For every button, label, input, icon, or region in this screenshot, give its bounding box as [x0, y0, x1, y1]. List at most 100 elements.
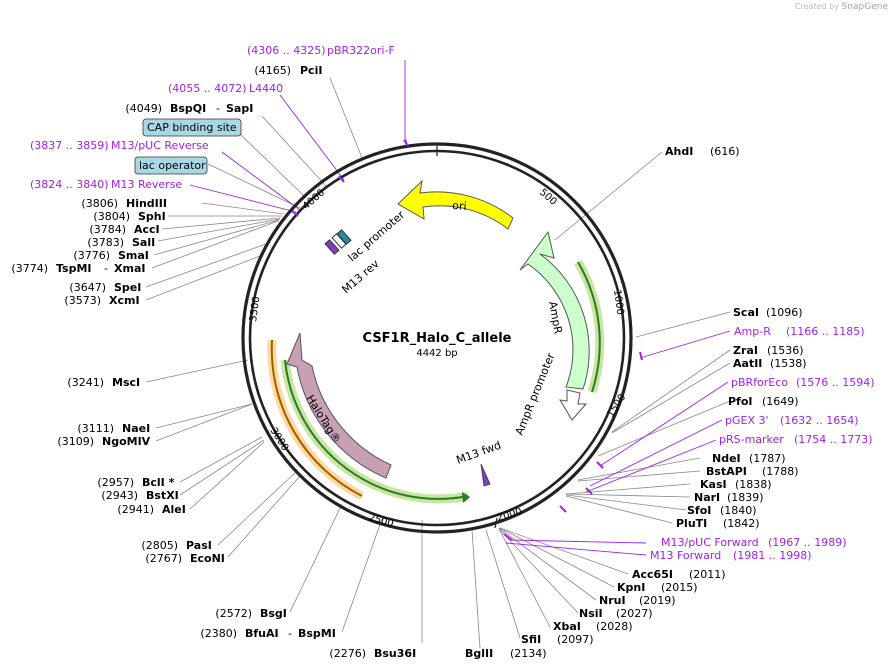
primer-range: (4055 .. 4072): [168, 82, 247, 95]
tick-label: 4000: [301, 187, 327, 212]
primer-name: Amp-R: [734, 325, 771, 338]
site-pos: (2767): [145, 552, 182, 565]
site-pos: (3774): [11, 262, 48, 275]
primer-name: M13 Forward: [650, 549, 721, 562]
site-name: Acc65I: [632, 568, 673, 581]
site-pos: (3573): [64, 294, 101, 307]
svg-text:-: -: [104, 262, 108, 275]
site-name: SalI: [132, 236, 155, 249]
site-pos: (2941): [117, 503, 154, 516]
primer-labels: (4306 .. 4325) pBR322ori-F (4055 .. 4072…: [30, 44, 875, 562]
lac-operator-label: lac operator: [139, 159, 206, 172]
site-name: Bsu36I: [374, 647, 416, 660]
halotag-feature: [286, 332, 392, 479]
right-sites: AhdI (616) ScaI (1096) ZraI (1536) AatII…: [465, 145, 807, 660]
m13-fwd-feature: [480, 463, 491, 487]
site-name: SmaI: [118, 249, 149, 262]
site-name: HindIII: [126, 197, 167, 210]
site-pos: (3776): [73, 249, 110, 262]
site-pos: (4049): [125, 102, 162, 115]
snapgene-credit: Created by SnapGene: [795, 2, 888, 12]
site-pos: (2011): [689, 568, 726, 581]
site-name: PluTI: [676, 517, 707, 530]
site-pos: (1096): [766, 306, 803, 319]
site-name: SphI: [138, 210, 166, 223]
primer-range: (1576 .. 1594): [796, 376, 875, 389]
primer-name: pRS-marker: [719, 433, 784, 446]
site-name: BfuAI: [245, 627, 279, 640]
primer-range: (1166 .. 1185): [786, 325, 865, 338]
site-pos: (1839): [727, 491, 764, 504]
site-pos: (2015): [661, 581, 698, 594]
tick-label: 1500: [605, 392, 628, 419]
site-name: ScaI: [733, 306, 759, 319]
primer-range: (1632 .. 1654): [780, 414, 859, 427]
site-pos: (1788): [762, 465, 799, 478]
tick-marks: [436, 144, 498, 529]
site-pos: (2276): [329, 647, 366, 660]
site-pos: (3111): [77, 422, 114, 435]
site-pos: (2380): [200, 627, 237, 640]
primer-range: (1754 .. 1773): [794, 433, 873, 446]
site-pos: (3647): [69, 281, 106, 294]
site-pos: (2805): [141, 539, 178, 552]
site-pos: (4165): [254, 64, 291, 77]
site-pos: (2943): [101, 489, 138, 502]
tick-label: 2000: [496, 506, 523, 524]
cap-binding-site-label: CAP binding site: [147, 121, 237, 134]
site-name: ZraI: [733, 344, 758, 357]
primer-leaders: [189, 60, 731, 556]
leader-lines: [145, 77, 731, 649]
m13-rev-label: M13 rev: [339, 257, 382, 296]
primer-name: M13 Reverse: [111, 178, 182, 191]
site-pos: (1838): [735, 478, 772, 491]
plasmid-name: CSF1R_Halo_C_allele: [363, 331, 512, 346]
ampr-promoter-feature: [559, 389, 588, 421]
site-pos: (1538): [770, 357, 807, 370]
m13-fwd-label: M13 fwd: [455, 439, 503, 467]
site-name: AatII: [733, 357, 762, 370]
tick-label: 3500: [248, 296, 262, 323]
site-pos: (3806): [81, 197, 118, 210]
site-name: AccI: [134, 223, 160, 236]
site-name: XcmI: [109, 294, 140, 307]
site-name: TspMI: [56, 262, 92, 275]
site-pos: (3109): [57, 435, 94, 448]
site-name: NarI: [694, 491, 720, 504]
plasmid-size: 4442 bp: [416, 348, 457, 359]
site-name: NgoMIV: [102, 435, 151, 448]
primer-name: M13/pUC Forward: [661, 536, 759, 549]
site-name: BspQI: [170, 102, 206, 115]
ori-label: ori: [452, 199, 467, 213]
site-name: PfoI: [728, 395, 753, 408]
site-pos: (2019): [639, 594, 676, 607]
site-pos: (1842): [723, 517, 760, 530]
svg-text:-: -: [288, 627, 292, 640]
cap-binding-site-box: [142, 118, 242, 137]
site-name: SfoI: [687, 504, 711, 517]
tick-label: 500: [537, 187, 559, 208]
site-alt-name: XmaI: [114, 262, 145, 275]
site-alt-name: SapI: [226, 102, 253, 115]
site-name: XbaI: [553, 620, 581, 633]
site-pos: (3804): [93, 210, 130, 223]
site-name: KpnI: [617, 581, 645, 594]
ampr-feature: [519, 230, 590, 390]
boxed-labels: CAP binding site lac operator: [134, 118, 242, 175]
tick-label: 2500: [367, 512, 394, 530]
site-name: PasI: [186, 539, 212, 552]
halotag-orange-strand: [270, 339, 363, 497]
ampr-promoter-label: AmpR promoter: [513, 351, 558, 437]
ampr-strand: [577, 261, 601, 393]
site-name: AleI: [162, 503, 186, 516]
site-pos: (1840): [720, 504, 757, 517]
svg-text:-: -: [216, 102, 220, 115]
site-pos: (2027): [616, 607, 653, 620]
site-pos: (2957): [97, 476, 134, 489]
site-name: BstXI: [146, 489, 179, 502]
site-pos: (2572): [215, 607, 252, 620]
site-name: MscI: [112, 376, 140, 389]
site-name: NruI: [599, 594, 626, 607]
site-pos: (2028): [596, 620, 633, 633]
